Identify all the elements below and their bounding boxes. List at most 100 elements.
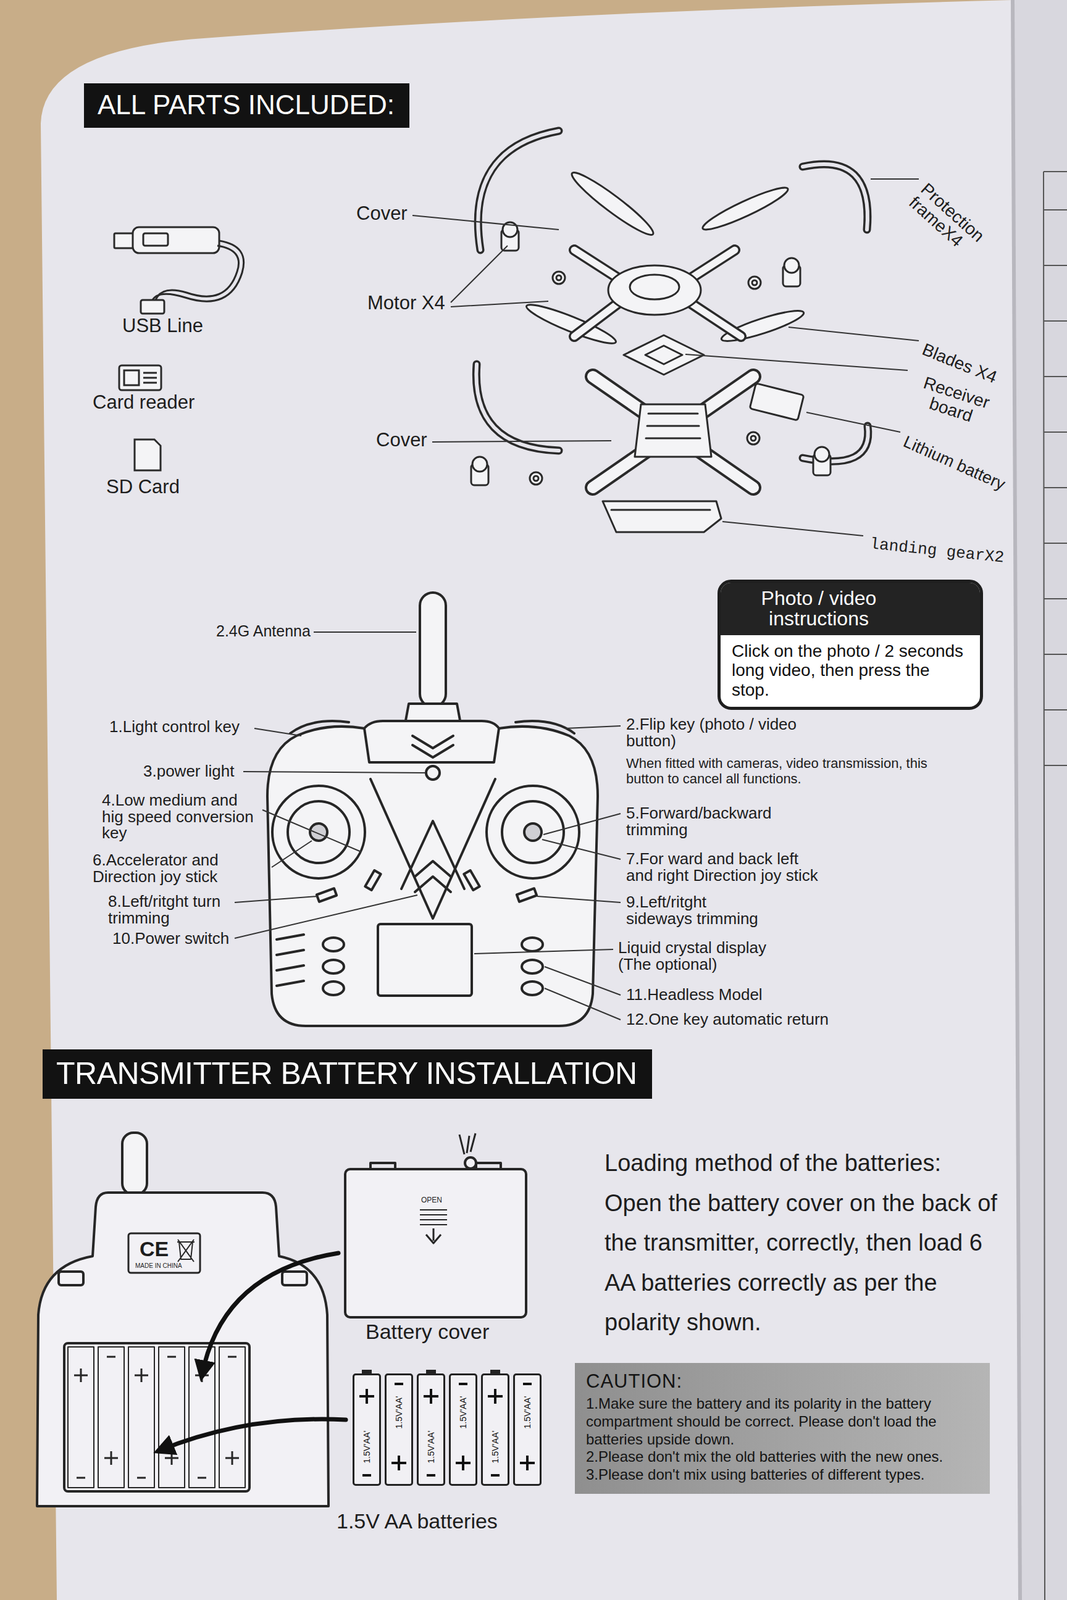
callout-label: 9.Left/ritght sideways trimming [626,894,766,927]
usb-cable [114,227,244,314]
transmitter-front [287,801,350,864]
lithium-battery [749,383,804,421]
propeller-blade [523,299,619,350]
transmitter-front [486,786,580,879]
leader-line [564,726,621,729]
heading-text: CAUTION: [585,1370,979,1394]
card-reader [143,372,157,383]
leader-line [788,327,919,341]
propeller-blade [567,166,659,241]
battery-rating: 1.5V'AA' [361,1431,372,1465]
leader-line [313,631,417,633]
callout-label: Liquid crystal display (The optional) [618,939,798,973]
propeller-blade [699,182,791,236]
callout-label: 11.Headless Model [626,986,763,1004]
transmitter-back [219,1347,246,1489]
leader-line [474,949,614,955]
part-label: Motor X4 [367,293,446,314]
landing-gear [611,509,711,512]
transmitter-back [177,1239,195,1263]
body-text: 1.Make sure the battery and its polarity… [585,1395,979,1449]
callout-label: 7.For ward and back left and right Direc… [626,850,824,884]
top-cover [574,250,741,337]
polarity-symbol [418,1375,444,1485]
usb-cable [132,227,220,254]
lower-frame [592,376,754,488]
motor-ring [529,472,543,485]
transmitter-front [524,823,542,842]
callout-label: 10.Power switch [112,930,230,948]
part-label: USB Line [122,316,204,336]
polarity-symbol [391,1384,407,1471]
lower-frame [645,413,701,439]
motor-ring [752,280,758,286]
part-label: Cover [356,203,408,224]
transmitter-back [98,1347,125,1489]
top-cover [574,250,741,337]
callout-label: 2.Flip key (photo / video button) [626,716,824,749]
leader-line [262,810,362,853]
transmitter-back [128,1347,155,1489]
direction-arrow [159,1253,346,1452]
leader-line [271,841,312,868]
transmitter-front [412,736,454,758]
transmitter-front [322,981,344,996]
callout-label: 12.One key automatic return [626,1011,829,1029]
sd-card [134,439,161,471]
protection-frame [476,130,868,462]
battery-cover [459,1133,476,1155]
transmitter-front [316,888,337,903]
polarity-symbol [423,1389,439,1476]
protection-frame [477,130,559,251]
transmitter-front [364,870,381,891]
heading-text: ALL PARTS INCLUDED: [97,89,395,121]
transmitter-front [267,726,598,1027]
transmitter-back [76,1357,237,1479]
leader-line [806,412,901,433]
polarity-symbol [519,1384,535,1471]
leader-line [412,215,559,230]
motor [784,258,800,273]
part-label: landing gearX2 [868,535,1005,567]
callout-label: 4.Low medium and hig speed conversion ke… [101,792,257,842]
leader-line [544,966,621,996]
motor-ring [750,435,756,441]
transmitter-front [521,960,543,974]
part-label: SD Card [106,477,180,498]
battery-rating: 1.5V'AA' [522,1396,533,1429]
transmitter-front [309,823,328,842]
polarity-symbol [455,1384,471,1471]
section-band: TRANSMITTER BATTERY INSTALLATION [42,1049,653,1100]
callout-label: 2.4G Antenna [216,623,311,640]
body-text: 3.Please don't mix using batteries of di… [585,1466,979,1485]
certification-mark: CE [139,1238,169,1261]
motor [814,447,830,462]
photo-background [1012,0,1021,1600]
leader-line [254,728,302,737]
battery-cover [419,1210,448,1226]
transmitter-front [267,592,598,1027]
polarity-symbol [487,1389,503,1476]
leader-line [544,988,621,1021]
direction-arrow [159,1419,346,1452]
card-reader [119,365,162,391]
motor-ring [748,276,761,289]
caution-box: CAUTION:1.Make sure the battery and its … [574,1363,990,1495]
embossed-text: OPEN [421,1196,443,1205]
section-band: ALL PARTS INCLUDED: [83,83,410,128]
polarity-symbol [514,1375,540,1485]
heading-text: Photo / video instructions [720,582,980,636]
protection-frame [477,130,559,251]
transmitter-front [516,888,537,903]
transmitter-back [74,1368,209,1383]
motor-ring [747,432,760,445]
part-label: Cover [376,430,428,451]
usb-cable [143,233,168,246]
leader-line [243,771,425,774]
transmitter-front [370,779,496,919]
battery-rating: 1.5V'AA' [490,1431,501,1465]
polarity-symbol [482,1375,508,1485]
leader-line [542,839,621,860]
